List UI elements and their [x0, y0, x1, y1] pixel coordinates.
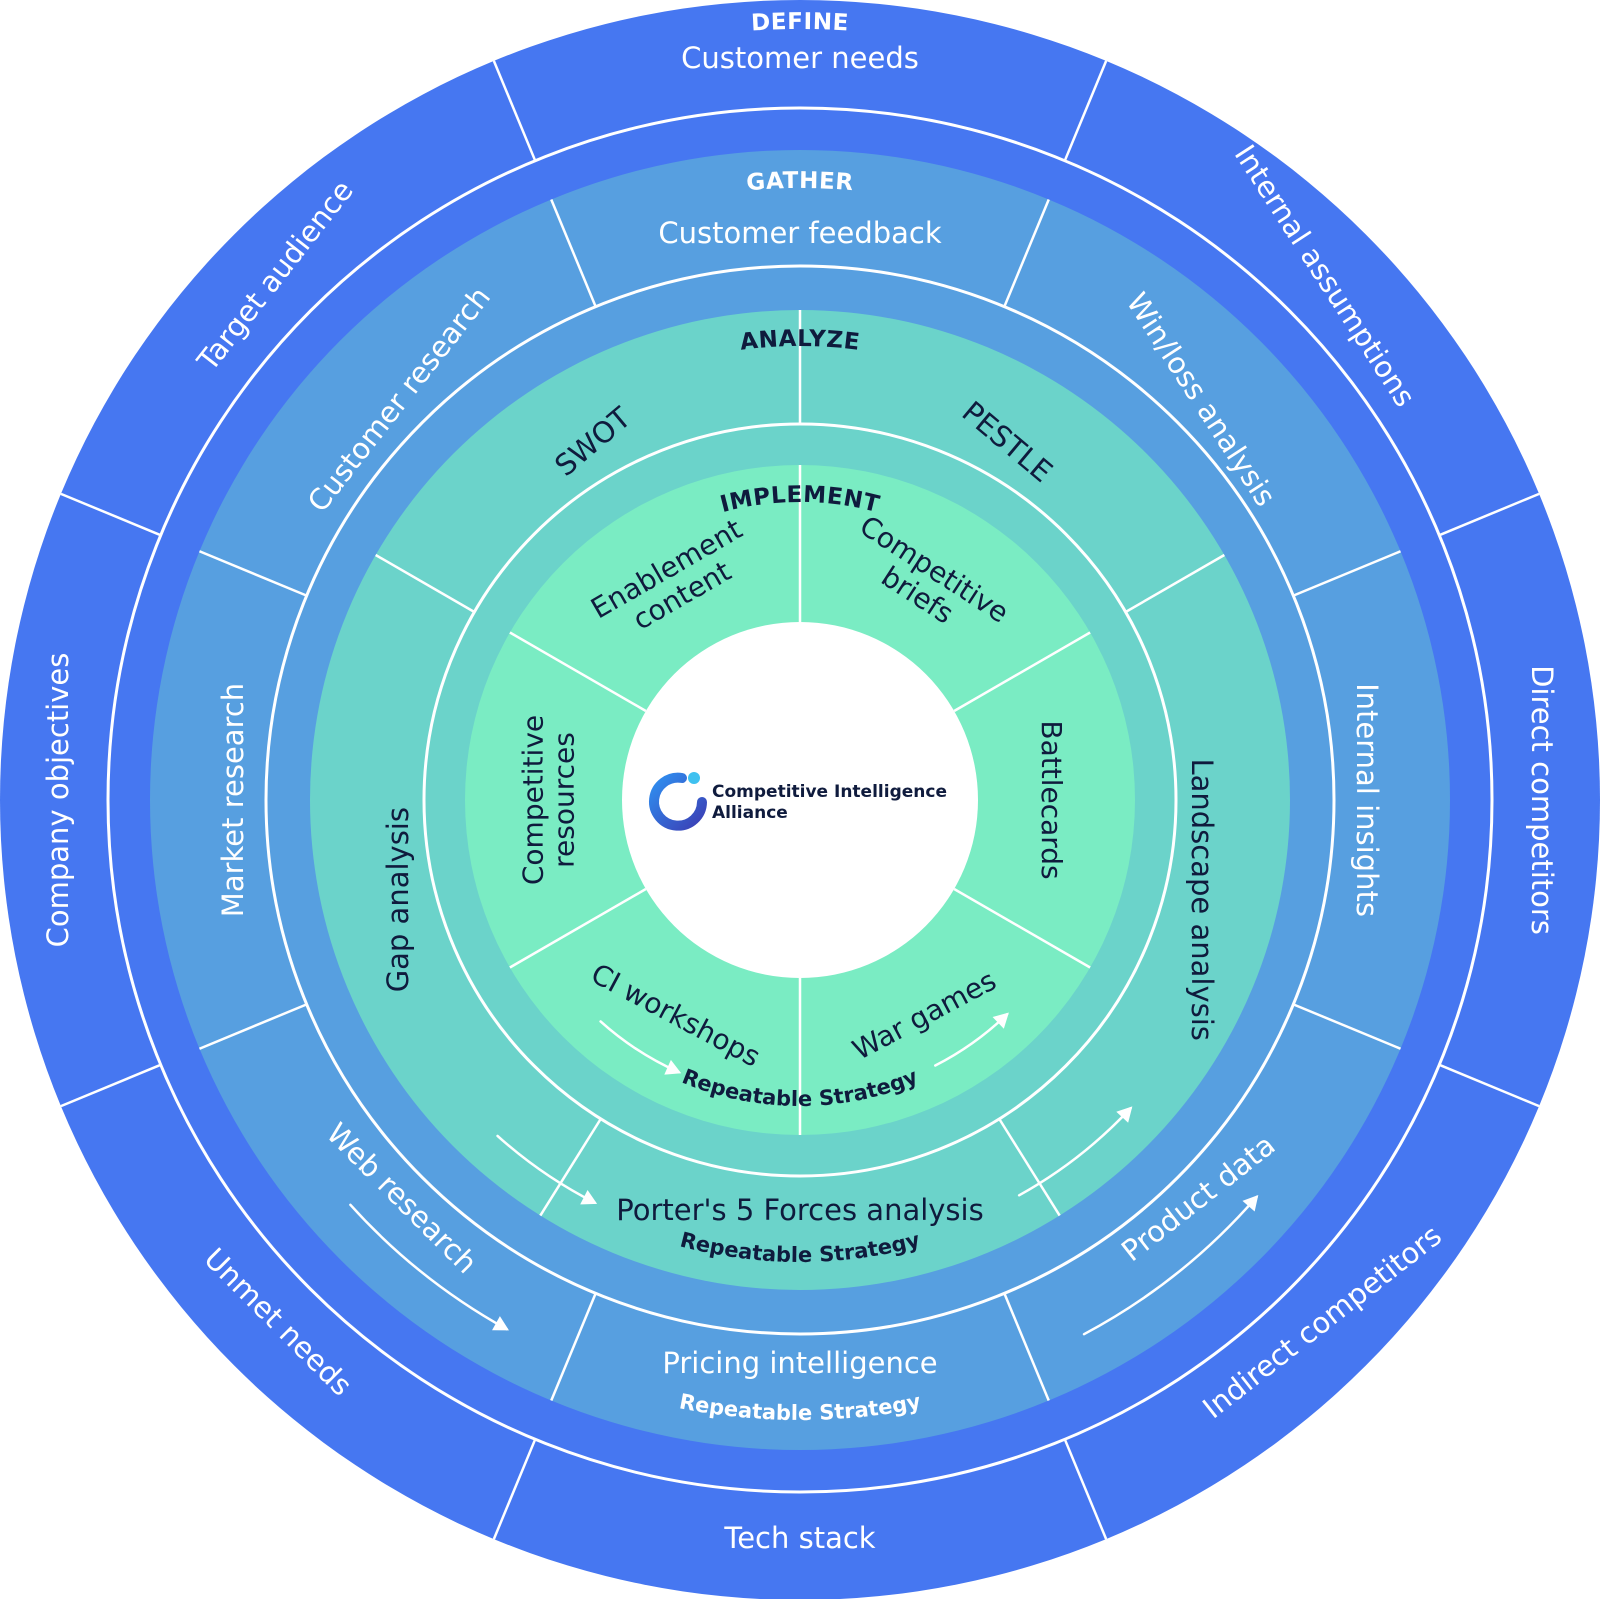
implement-segment-label: Battlecards — [1035, 720, 1068, 879]
define-divider — [60, 492, 162, 537]
define-divider — [492, 60, 537, 162]
gather-segment-label: Customer feedback — [658, 216, 942, 250]
gather-flow-arrow-left — [349, 1203, 508, 1331]
gather-segment-label: Market research — [216, 683, 250, 917]
gather-segment-label: Internal insights — [1350, 683, 1384, 917]
flow-arrow-icon — [1116, 1106, 1133, 1123]
segment-dividers — [60, 60, 1540, 1540]
gather-flow-arrow-right — [1082, 1195, 1258, 1336]
define-segment-label: Direct competitors — [1525, 665, 1559, 935]
define-title: DEFINE — [750, 9, 849, 37]
ci-alliance-logo-icon — [649, 772, 707, 831]
analyze-divider — [375, 553, 475, 614]
analyze-segment-label: Gap analysis — [381, 807, 415, 992]
flow-arrow-icon — [1242, 1194, 1259, 1212]
logo-dot-icon — [688, 772, 700, 784]
gather-divider — [550, 1292, 597, 1402]
analyze-divider — [539, 1118, 602, 1217]
define-divider — [1063, 1438, 1108, 1540]
define-divider — [1438, 1063, 1540, 1108]
analyze-segment-label: Landscape analysis — [1185, 758, 1219, 1040]
gather-divider — [198, 1003, 308, 1050]
implement-divider — [509, 887, 647, 969]
gather-divider — [1292, 1003, 1402, 1050]
logo-line-2: Alliance — [712, 803, 788, 823]
analyze-divider — [1125, 553, 1225, 614]
analyze-divider — [998, 1118, 1061, 1217]
define-segment-label: Customer needs — [681, 41, 919, 75]
analyze-title: ANALYZE — [739, 326, 862, 356]
gather-segment-label: Pricing intelligence — [662, 1346, 937, 1380]
define-segment-label: Tech stack — [723, 1521, 875, 1555]
implement-segment-label: Competitiveresources — [517, 715, 581, 885]
gather-divider — [1292, 550, 1402, 597]
flow-arrow-icon — [992, 1012, 1009, 1029]
gather-divider — [1003, 1292, 1050, 1402]
gather-title: GATHER — [745, 168, 854, 196]
implement-divider — [509, 631, 647, 713]
implement-divider — [953, 887, 1091, 969]
ci-alliance-logo: Competitive Intelligence Alliance — [649, 772, 947, 831]
analyze-flow-arrow-right — [1017, 1107, 1132, 1197]
gather-inner-rim — [264, 264, 1336, 1336]
define-divider — [492, 1438, 537, 1540]
define-segment-label: Company objectives — [41, 653, 75, 948]
logo-line-1: Competitive Intelligence — [712, 782, 947, 802]
define-divider — [1438, 492, 1540, 537]
center-disc — [622, 622, 978, 978]
define-divider — [1063, 60, 1108, 162]
gather-divider — [1003, 198, 1050, 308]
gather-divider — [198, 550, 308, 597]
gather-divider — [550, 198, 597, 308]
define-divider — [60, 1063, 162, 1108]
flow-arrow-icon — [664, 1059, 682, 1075]
define-inner-rim — [106, 106, 1494, 1494]
flow-arrow-icon — [580, 1189, 598, 1205]
analyze-segment-label: Porter's 5 Forces analysis — [616, 1193, 983, 1227]
flow-arrow-icon — [492, 1316, 509, 1331]
implement-divider — [953, 631, 1091, 713]
